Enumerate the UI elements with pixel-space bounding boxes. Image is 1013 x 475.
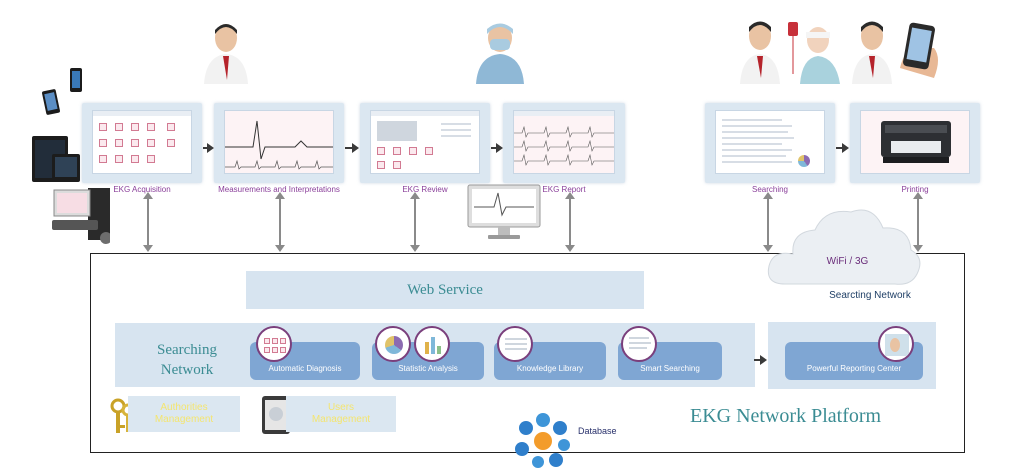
cloud-network-label: Searcting Network (829, 290, 911, 301)
step-label: EKG Acquisition (113, 185, 171, 194)
flow-arrow (203, 143, 214, 153)
link-arrow (565, 192, 575, 252)
library-thumbnail-icon (497, 326, 533, 362)
doctor-avatar (202, 22, 250, 89)
step-card-searching: Searching (705, 103, 835, 194)
step-card-printing: Printing (850, 103, 980, 194)
platform-title: EKG Network Platform (690, 405, 882, 427)
module-label: Smart Searching (640, 364, 700, 373)
module-label: Powerful Reporting Center (806, 364, 902, 373)
patient-group-avatars (740, 18, 860, 91)
link-arrow (275, 192, 285, 252)
step-card-report: EKG Report (503, 103, 625, 194)
device-cluster (30, 68, 112, 248)
surgeon-avatar (474, 20, 526, 89)
search-thumbnail-icon (621, 326, 657, 362)
module-label: Knowledge Library (516, 364, 584, 373)
step-card-review: EKG Review (360, 103, 490, 194)
searching-screen (715, 110, 825, 174)
report-waveform-graphic (514, 125, 614, 166)
step-card-measurements: Measurements and Interpretations (214, 103, 344, 194)
cloud-icon (765, 196, 925, 297)
pie-chart-icon (375, 326, 411, 362)
flow-arrow (345, 143, 359, 153)
step-label: Measurements and Interpretations (218, 185, 340, 194)
link-arrow (763, 192, 773, 252)
users-management-panel[interactable]: Users Management (286, 396, 396, 432)
cloud-label: WiFi / 3G (826, 256, 869, 267)
review-screen (370, 110, 480, 174)
flow-arrow (836, 143, 849, 153)
step-card-acquisition: EKG Acquisition (82, 103, 202, 194)
link-arrow (143, 192, 153, 252)
web-service-panel: Web Service (246, 271, 644, 309)
bar-chart-icon (414, 326, 450, 362)
flow-arrow (754, 355, 767, 365)
step-label: EKG Review (402, 185, 448, 194)
devices-icon (32, 68, 112, 244)
authorities-management-panel[interactable]: Authorities Management (128, 396, 240, 432)
link-arrow (410, 192, 420, 252)
link-arrow (913, 192, 923, 252)
tablet-icon (260, 394, 294, 441)
printing-screen (860, 110, 970, 174)
measurements-screen (224, 110, 334, 174)
diagnosis-thumbnail-icon (256, 326, 292, 362)
database-label: Database (578, 426, 617, 436)
flow-arrow (491, 143, 503, 153)
step-label: Printing (901, 185, 929, 194)
ekg-waveform-graphic (225, 120, 333, 170)
reporting-thumbnail-icon (878, 326, 914, 362)
searching-network-title: Searching Network (157, 342, 217, 378)
acquisition-screen (92, 110, 192, 174)
monitor-icon (466, 183, 542, 241)
module-label: Statistic Analysis (398, 364, 458, 373)
step-label: Searching (751, 185, 789, 194)
step-label: EKG Report (542, 185, 586, 194)
doctor-with-phone-avatar (850, 18, 950, 93)
module-label: Automatic Diagnosis (268, 364, 342, 373)
database-icon (512, 412, 574, 475)
report-screen (513, 110, 615, 174)
printer-icon (881, 121, 951, 163)
